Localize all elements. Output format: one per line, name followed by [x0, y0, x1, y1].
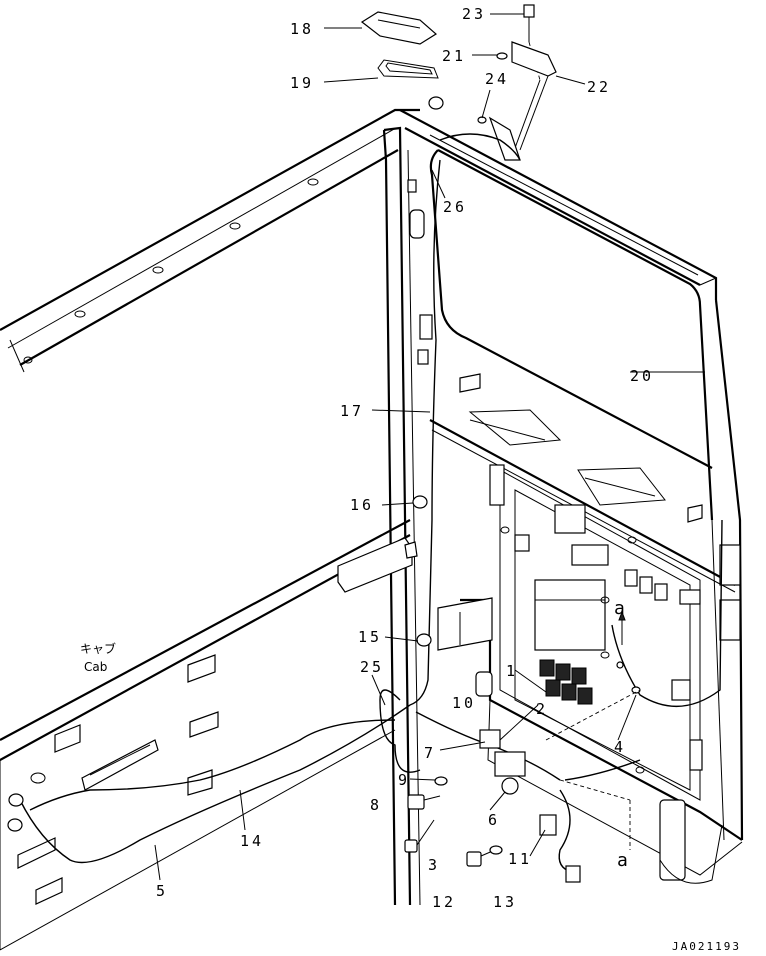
callout-18: 18 [290, 20, 314, 38]
callout-19: 19 [290, 74, 314, 92]
callout-10: 10 [452, 694, 476, 712]
callout-21: 21 [442, 47, 466, 65]
callout-labels: 18 19 23 21 24 22 26 20 17 16 15 25 1 10… [80, 5, 741, 953]
wire-harness [7, 159, 723, 883]
callout-23: 23 [462, 5, 486, 23]
cab-roof-frame [0, 108, 420, 373]
callout-16: 16 [350, 496, 374, 514]
control-panel [437, 464, 741, 801]
callout-a-bottom: a [617, 850, 631, 871]
callout-1: 1 [506, 662, 518, 680]
fasteners [404, 689, 641, 867]
callout-22: 22 [587, 78, 611, 96]
callout-25: 25 [360, 658, 384, 676]
callout-13: 13 [493, 893, 517, 911]
callout-17: 17 [340, 402, 364, 420]
callout-26: 26 [443, 198, 467, 216]
callout-a-top: a [614, 598, 628, 619]
callout-3: 3 [428, 856, 440, 874]
callout-11: 11 [508, 850, 532, 868]
cab-label-en: Cab [84, 660, 107, 674]
callout-6: 6 [488, 811, 500, 829]
callout-7: 7 [424, 744, 436, 762]
callout-9: 9 [398, 771, 410, 789]
leader-lines [154, 13, 705, 881]
drawing-code: JA021193 [672, 940, 741, 953]
cab-floor-frame [0, 519, 418, 951]
callout-24: 24 [485, 70, 509, 88]
cab-door [399, 109, 744, 884]
callout-14: 14 [240, 832, 264, 850]
callout-12: 12 [432, 893, 456, 911]
callout-2: 2 [536, 700, 548, 718]
cab-label-jp: キャブ [80, 641, 116, 656]
cab-pillar [382, 126, 433, 906]
connector-marker [618, 610, 626, 645]
callout-4: 4 [614, 738, 626, 756]
roof-hardware [360, 4, 557, 161]
callout-15: 15 [358, 628, 382, 646]
callout-8: 8 [370, 796, 382, 814]
callout-5: 5 [156, 882, 168, 900]
callout-20: 20 [630, 367, 654, 385]
